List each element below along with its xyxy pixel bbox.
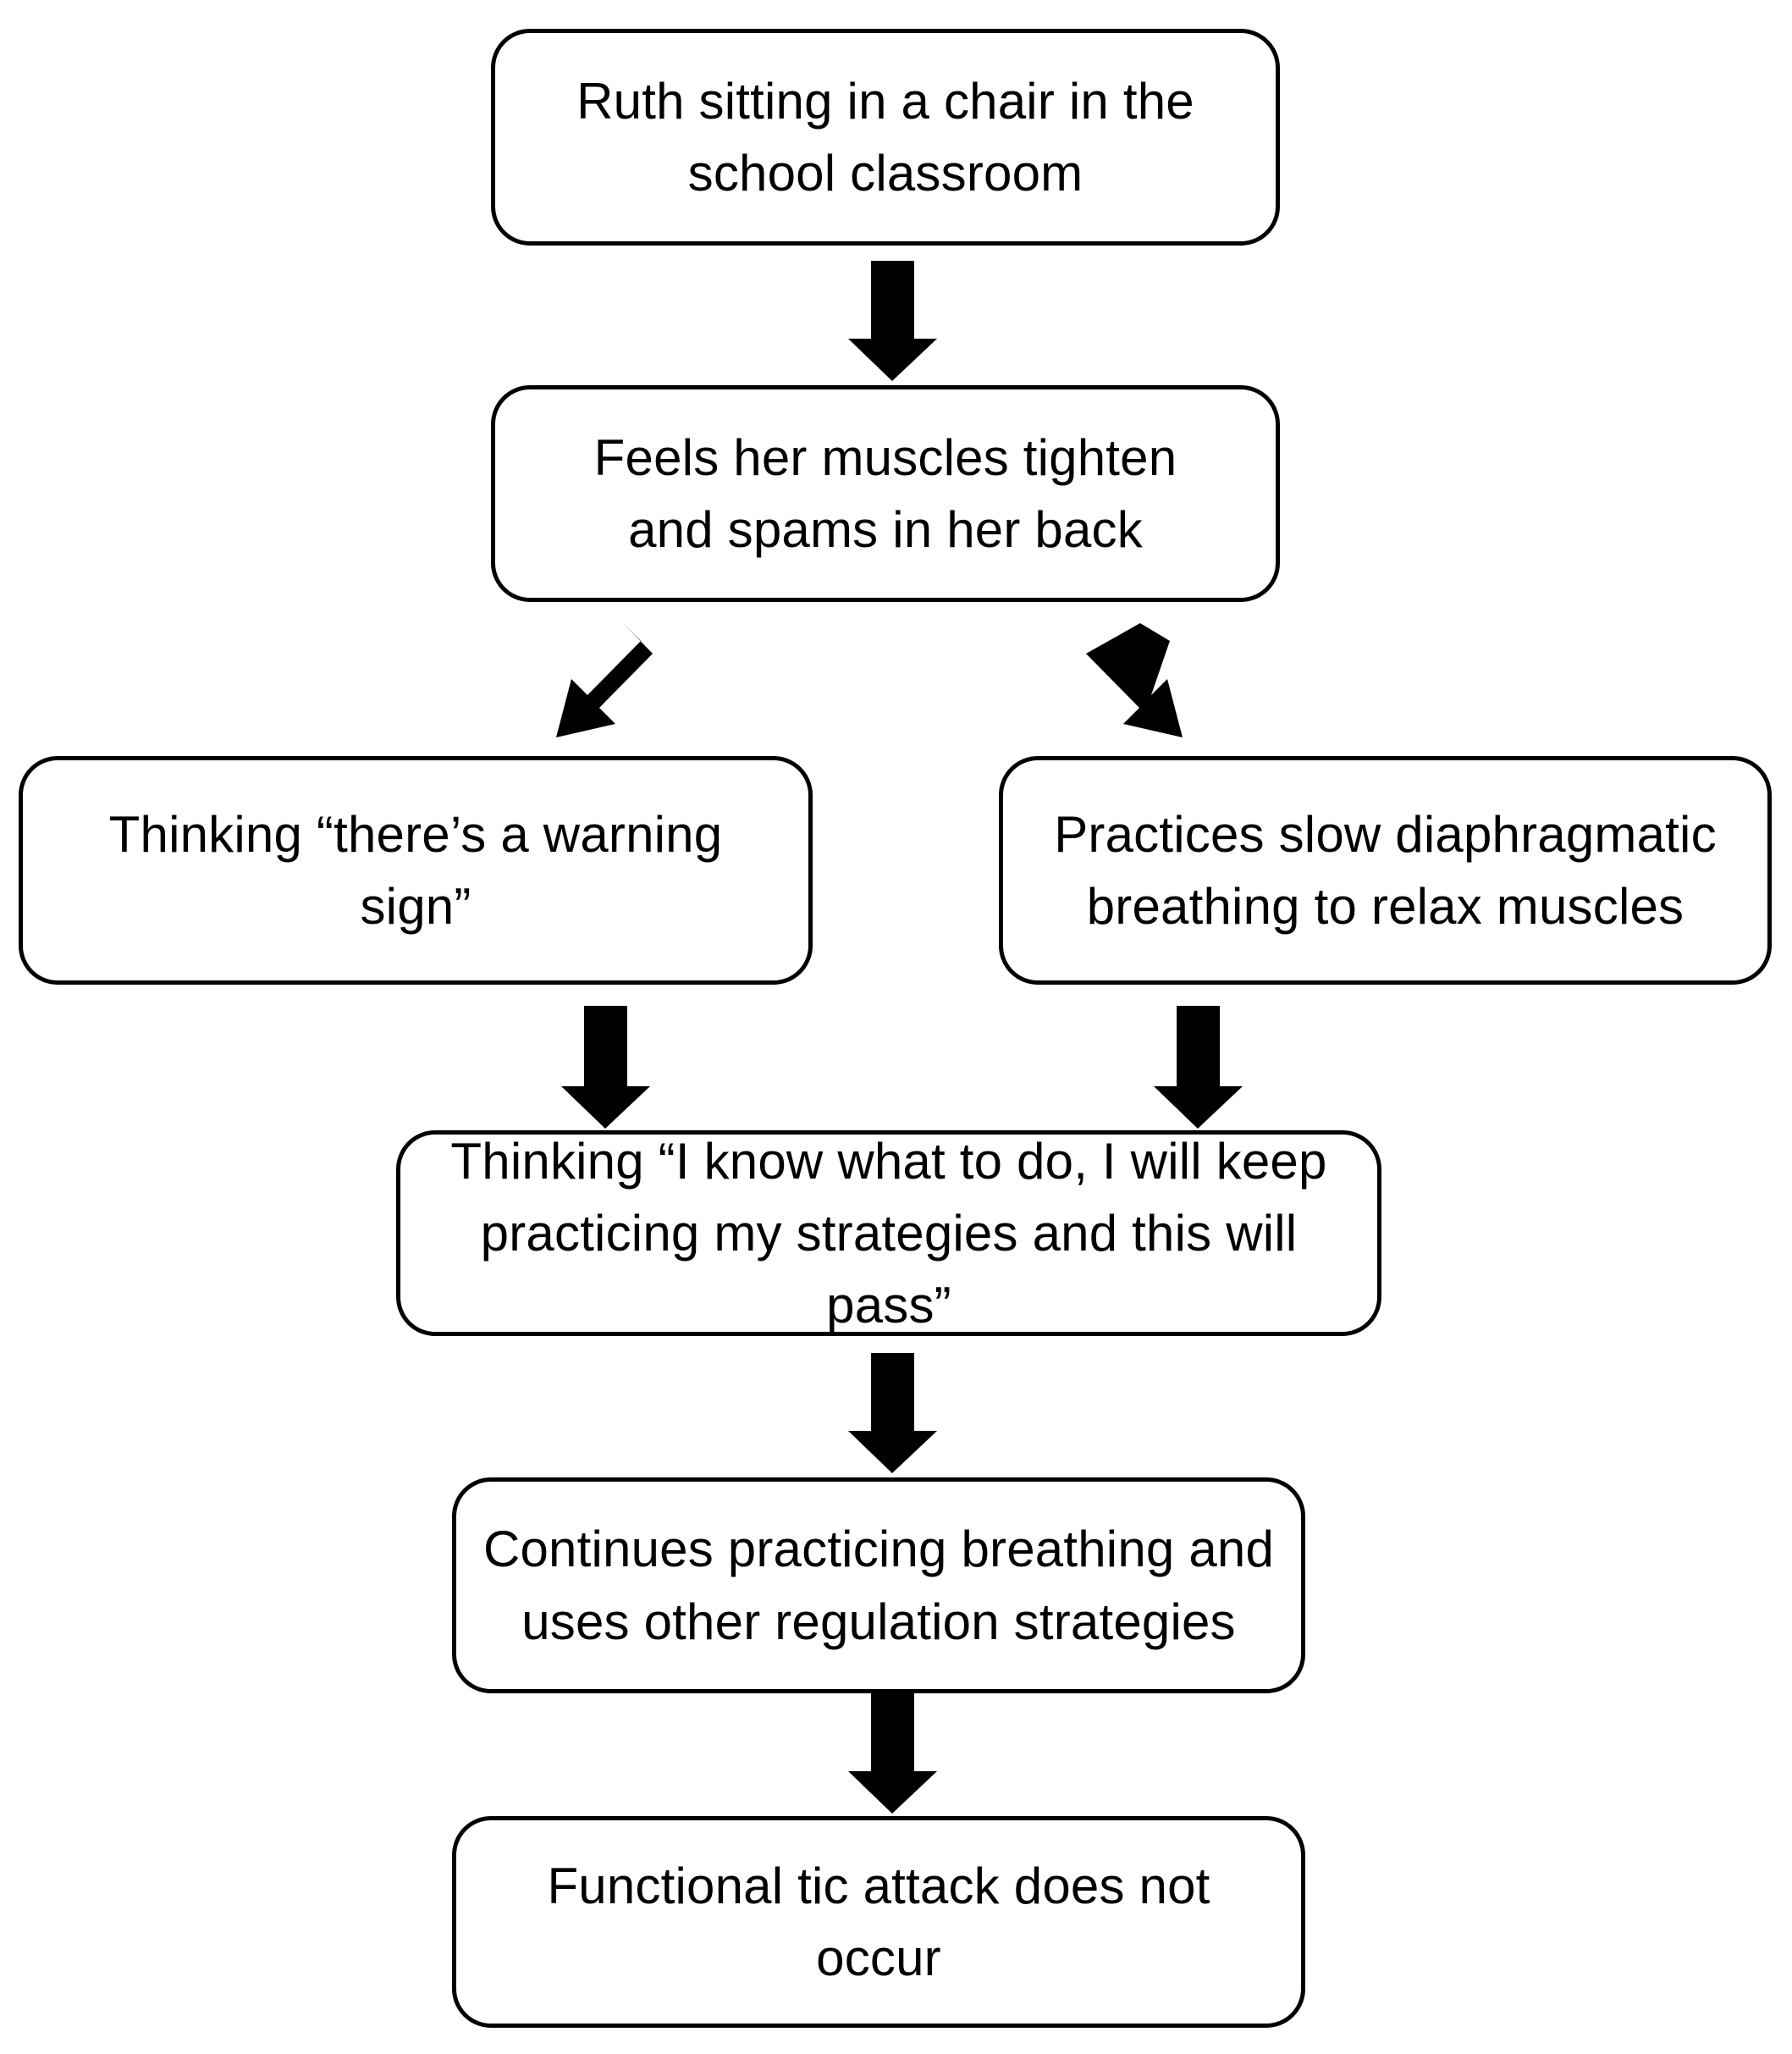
thought-warning-box[interactable]: Thinking “there’s a warning sign” — [19, 756, 813, 985]
situation-box[interactable]: Ruth sitting in a chair in the school cl… — [491, 29, 1280, 246]
arrow-sensation-to-thought-warning — [556, 623, 653, 737]
arrow-continues-to-outcome — [848, 1693, 937, 1814]
continues-strategies-box[interactable]: Continues practicing breathing and uses … — [452, 1477, 1305, 1693]
arrow-thought-warning-to-coping — [561, 1006, 650, 1129]
outcome-box[interactable]: Functional tic attack does not occur — [452, 1816, 1305, 2028]
arrow-breathing-to-coping — [1154, 1006, 1243, 1129]
arrow-coping-to-continues — [848, 1353, 937, 1473]
arrow-situation-to-sensation — [848, 261, 937, 381]
arrow-sensation-to-breathing — [1086, 623, 1183, 737]
sensation-box[interactable]: Feels her muscles tighten and spams in h… — [491, 385, 1280, 602]
breathing-box[interactable]: Practices slow diaphragmatic breathing t… — [999, 756, 1772, 985]
thought-coping-box[interactable]: Thinking “I know what to do, I will keep… — [396, 1130, 1381, 1336]
